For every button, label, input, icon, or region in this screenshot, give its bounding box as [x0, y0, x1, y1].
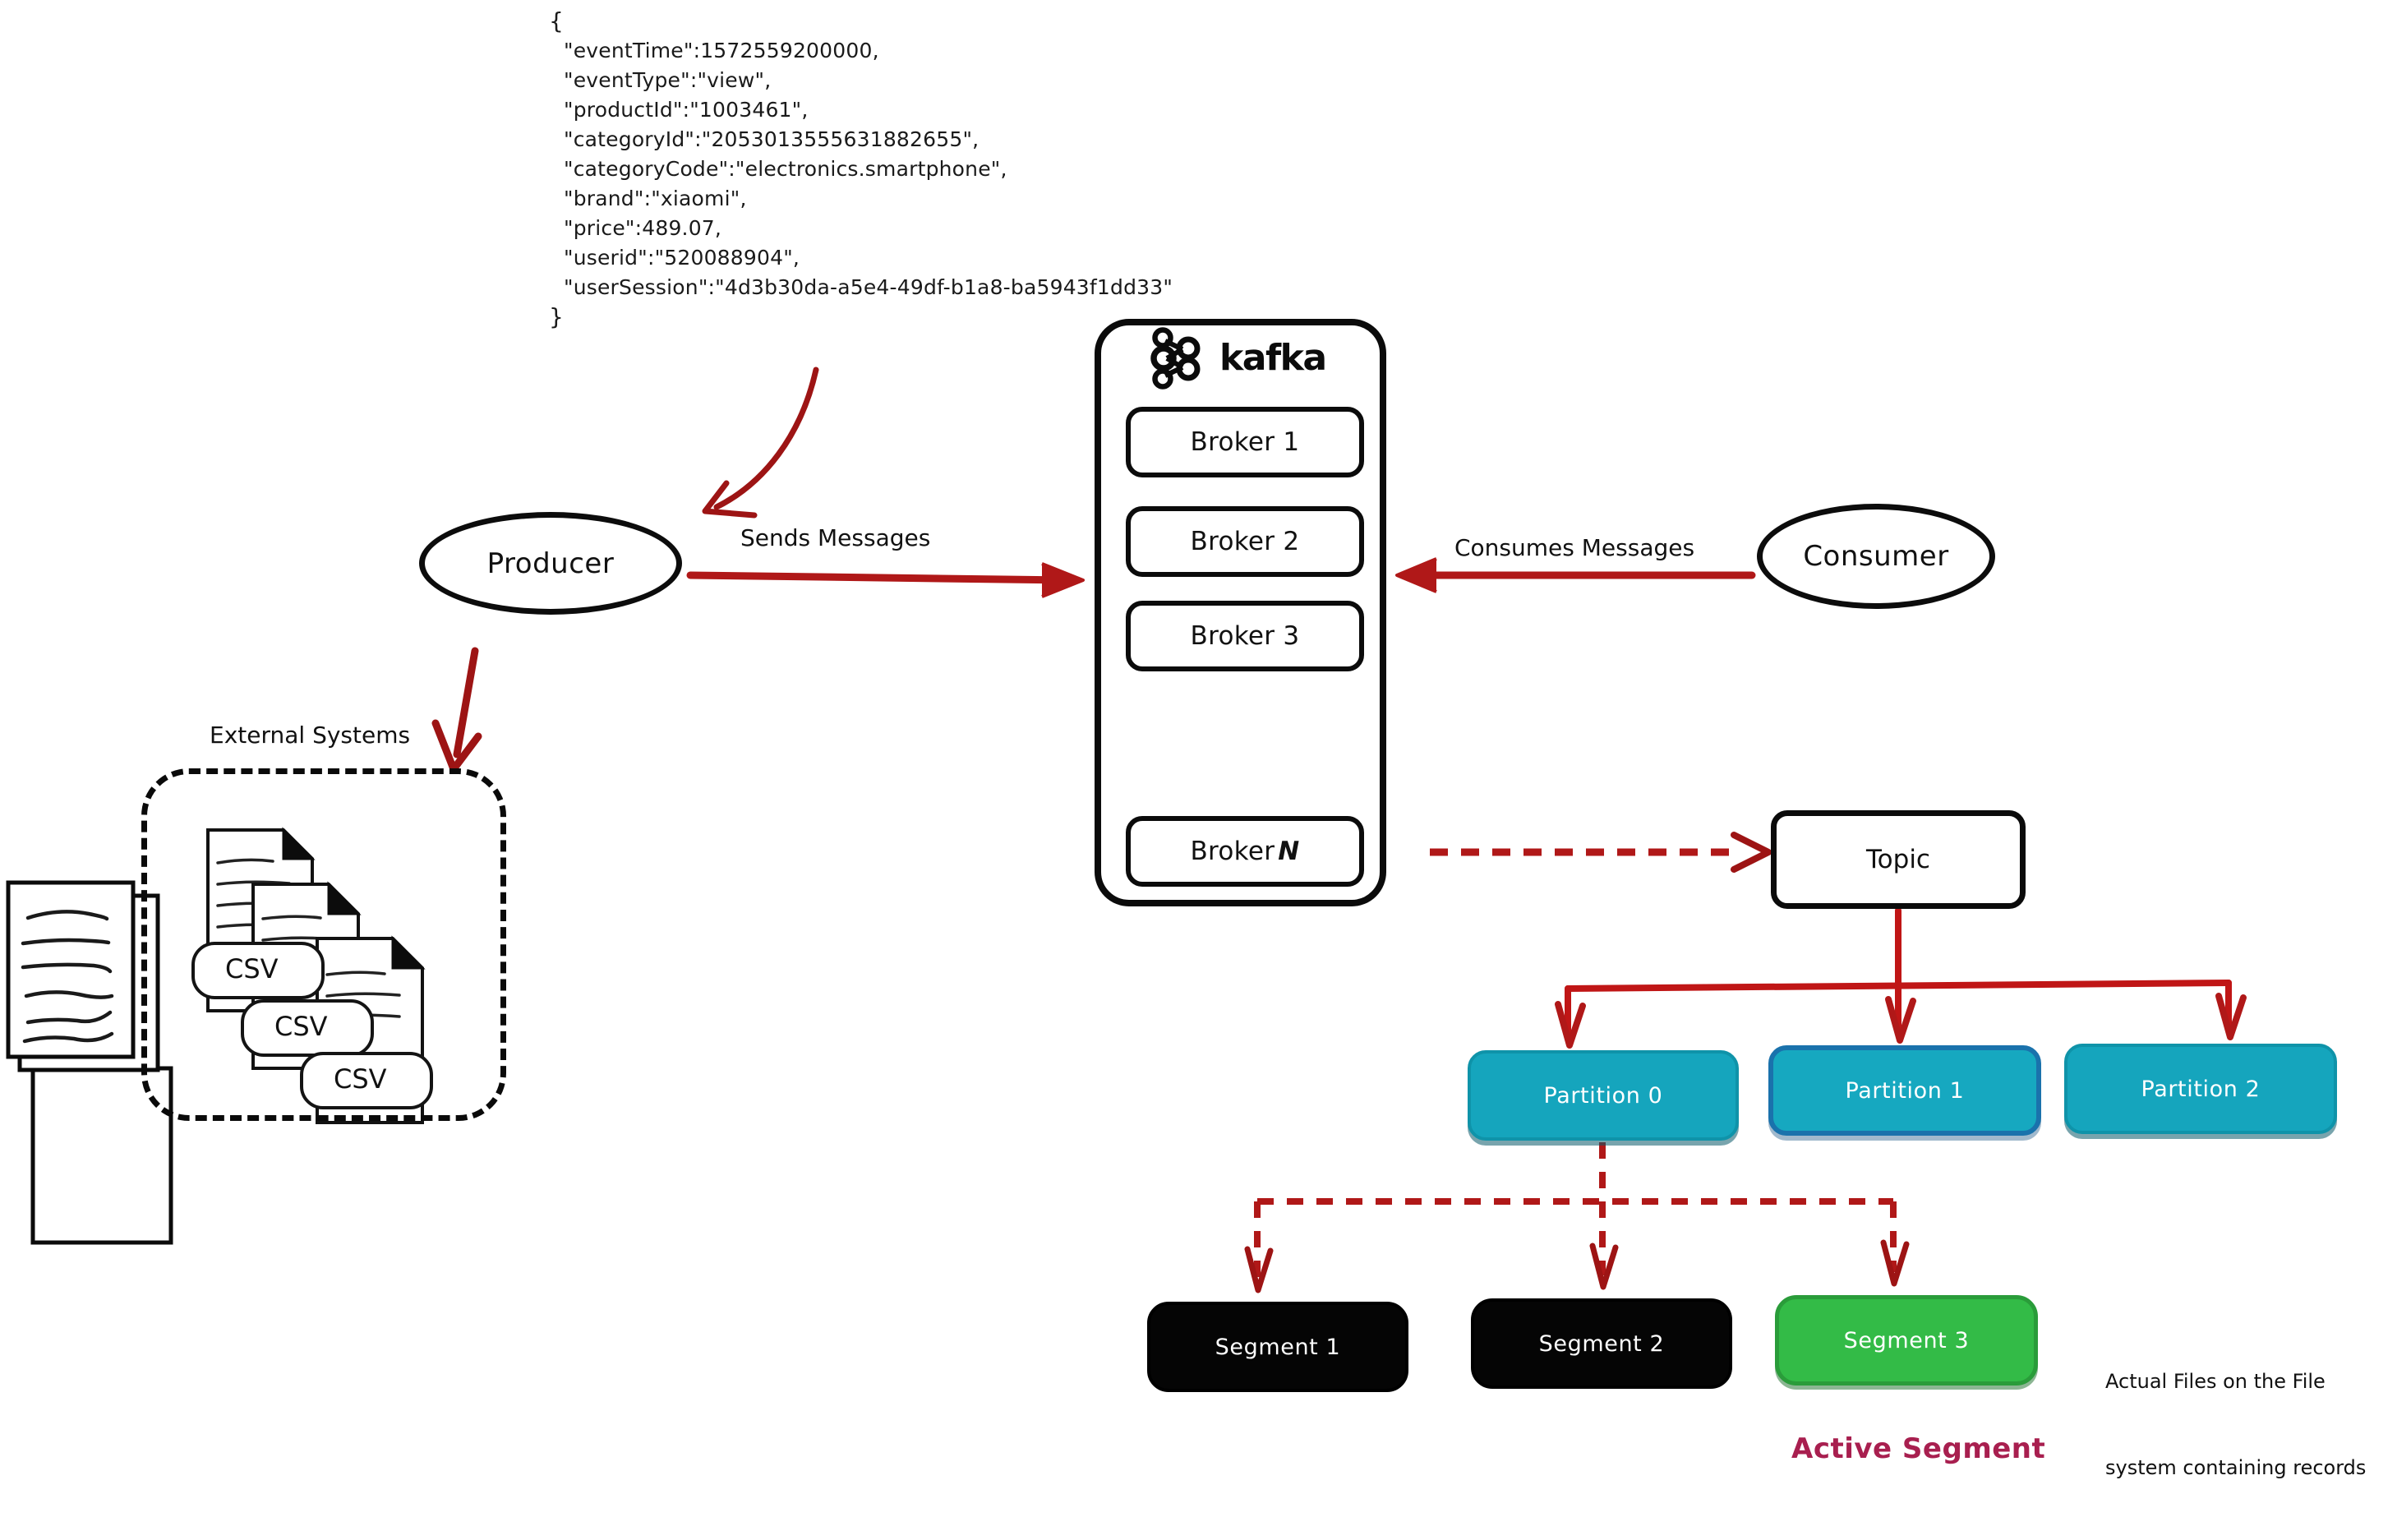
- json-line-brand: "brand":"xiaomi",: [564, 187, 747, 210]
- active-segment-label: Active Segment: [1791, 1432, 2046, 1465]
- arrow-producer-to-external: [431, 647, 482, 773]
- edge-label-consumes-messages: Consumes Messages: [1454, 534, 1695, 561]
- diagram-canvas: { "eventTime":1572559200000, "eventType"…: [6, 7, 2366, 1479]
- json-line-eventTime: "eventTime":1572559200000,: [564, 39, 879, 62]
- producer-node[interactable]: Producer: [419, 512, 682, 615]
- partition-2-node[interactable]: Partition 2: [2064, 1044, 2337, 1134]
- csv-badge-3: [300, 1052, 433, 1109]
- external-systems-label: External Systems: [210, 722, 411, 749]
- json-line-productId: "productId":"1003461",: [564, 98, 809, 122]
- csv-badge-label-3: CSV: [334, 1063, 387, 1095]
- arrow-json-to-producer: [702, 367, 819, 519]
- broker-n-prefix: Broker: [1190, 837, 1275, 866]
- json-line-userid: "userid":"520088904",: [564, 246, 800, 270]
- arrow-producer-to-kafka: [686, 562, 1085, 598]
- arrow-consumer-to-kafka: [1395, 557, 1756, 593]
- json-line-price: "price":489.07,: [564, 216, 722, 240]
- segment-1-node[interactable]: Segment 1: [1147, 1302, 1408, 1392]
- segment-2-node[interactable]: Segment 2: [1471, 1298, 1732, 1389]
- json-close-brace: }: [549, 303, 565, 330]
- partition-0-node[interactable]: Partition 0: [1468, 1050, 1739, 1141]
- edge-label-sends-messages: Sends Messages: [740, 524, 931, 551]
- json-line-categoryId: "categoryId":"2053013555631882655",: [564, 127, 980, 151]
- csv-badge-2: [241, 999, 374, 1057]
- broker-1-node[interactable]: Broker 1: [1126, 407, 1364, 477]
- actual-files-annotation: Actual Files on the File system containi…: [2105, 1310, 2366, 1540]
- csv-badge-label-2: CSV: [274, 1011, 328, 1042]
- broker-n-suffix: N: [1278, 837, 1300, 866]
- kafka-logo: kafka: [1149, 325, 1346, 391]
- broker-3-node[interactable]: Broker 3: [1126, 601, 1364, 671]
- json-message-payload: { "eventTime":1572559200000, "eventType"…: [549, 7, 1173, 332]
- broker-n-node[interactable]: Broker N: [1126, 816, 1364, 887]
- actual-files-line-2: system containing records: [2105, 1456, 2367, 1479]
- document-stack: [6, 880, 173, 1245]
- kafka-logo-icon: [1150, 327, 1201, 390]
- csv-badge-1: [191, 942, 325, 999]
- csv-badge-label-1: CSV: [225, 953, 279, 984]
- json-line-categoryCode: "categoryCode":"electronics.smartphone",: [564, 157, 1007, 181]
- json-open-brace: {: [549, 7, 565, 35]
- broker-2-node[interactable]: Broker 2: [1126, 506, 1364, 577]
- connector-partition0-to-segments: [1254, 1142, 1897, 1279]
- json-line-userSession: "userSession":"4d3b30da-a5e4-49df-b1a8-b…: [564, 275, 1173, 299]
- arrowheads-partitions: [1555, 993, 2247, 1049]
- topic-node[interactable]: Topic: [1771, 810, 2026, 909]
- consumer-node[interactable]: Consumer: [1757, 504, 1995, 609]
- arrowheads-segments: [1244, 1239, 1910, 1293]
- actual-files-line-1: Actual Files on the File: [2105, 1370, 2326, 1393]
- external-systems-boundary: [141, 768, 506, 1121]
- segment-3-node[interactable]: Segment 3: [1775, 1295, 2038, 1386]
- json-line-eventType: "eventType":"view",: [564, 68, 772, 92]
- partition-1-node[interactable]: Partition 1: [1768, 1045, 2041, 1136]
- connector-topic-to-partitions: [1565, 907, 2232, 1037]
- kafka-logo-text: kafka: [1219, 337, 1327, 379]
- connectors-layer: [6, 367, 2247, 1293]
- arrow-brokern-to-topic: [1430, 832, 1772, 873]
